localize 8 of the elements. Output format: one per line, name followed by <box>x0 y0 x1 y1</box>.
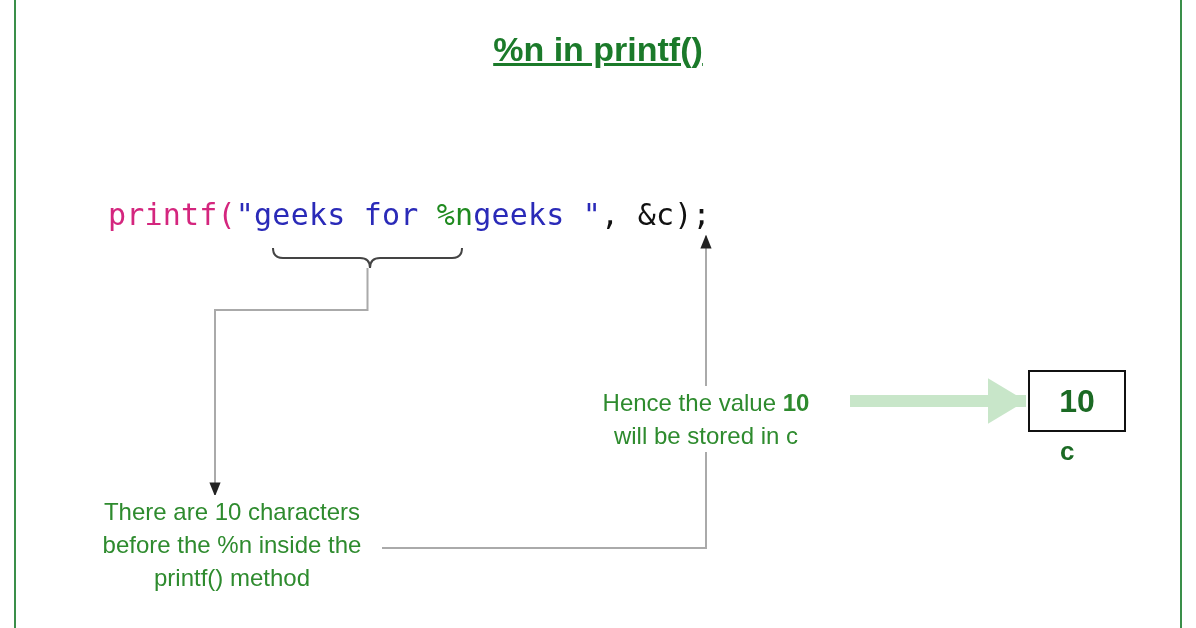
code-line: printf("geeks for %ngeeks ", &c); <box>108 192 711 236</box>
leader-line <box>209 267 369 497</box>
leader-line <box>381 234 712 549</box>
curly-brace <box>272 247 463 269</box>
diagram-title: %n in printf() <box>493 30 703 69</box>
value-box: 10 <box>1028 370 1126 432</box>
variable-label: c <box>1060 436 1075 467</box>
thick-arrow <box>850 377 1026 425</box>
